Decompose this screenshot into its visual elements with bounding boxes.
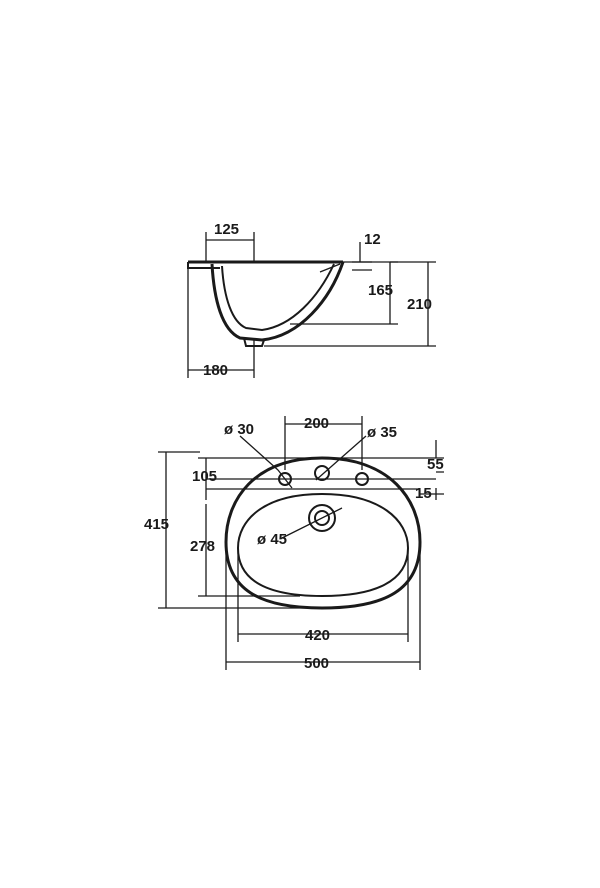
dim-line-420 (237, 548, 409, 642)
dim-line-165 (290, 261, 398, 325)
dim-line-200 (284, 416, 363, 470)
dim-label-d45: ø 45 (257, 531, 287, 548)
dim-line-55 (330, 440, 444, 473)
leader-d30 (239, 435, 293, 489)
dim-line-15 (420, 488, 444, 500)
side-view-overflow (319, 263, 341, 273)
top-view-inner-outline (236, 492, 410, 598)
drain-outer (308, 504, 336, 532)
dim-line-415 (158, 451, 330, 609)
dim-line-180 (187, 262, 255, 378)
dim-line-278 (198, 504, 300, 597)
dim-label-500: 500 (304, 655, 329, 672)
hole-centerline (206, 478, 436, 490)
leader-d45 (281, 507, 343, 539)
dim-label-12: 12 (364, 231, 381, 248)
dim-label-200: 200 (304, 415, 329, 432)
tap-hole-center (314, 465, 330, 481)
dim-line-105 (198, 457, 320, 500)
dim-label-180: 180 (203, 362, 228, 379)
dim-line-500 (225, 542, 421, 670)
dim-label-d35: ø 35 (367, 424, 397, 441)
dim-label-165: 165 (368, 282, 393, 299)
top-view: ø 30 200 ø 35 105 55 15 415 278 ø 45 420… (144, 415, 444, 672)
dim-line-125 (205, 232, 255, 262)
dim-label-55: 55 (427, 456, 444, 473)
dim-label-415: 415 (144, 516, 169, 533)
dim-label-105: 105 (192, 468, 217, 485)
side-view-inner-shell (221, 263, 335, 332)
dim-label-d30: ø 30 (224, 421, 254, 438)
dim-label-278: 278 (190, 538, 215, 555)
dim-line-210 (264, 261, 436, 347)
dim-label-420: 420 (305, 627, 330, 644)
drain-inner (314, 510, 330, 526)
dim-label-125: 125 (214, 221, 239, 238)
dim-label-210: 210 (407, 296, 432, 313)
side-view-outer-shell (210, 261, 345, 342)
side-view: 125 12 165 210 180 (187, 221, 436, 379)
dim-label-15: 15 (415, 485, 432, 502)
